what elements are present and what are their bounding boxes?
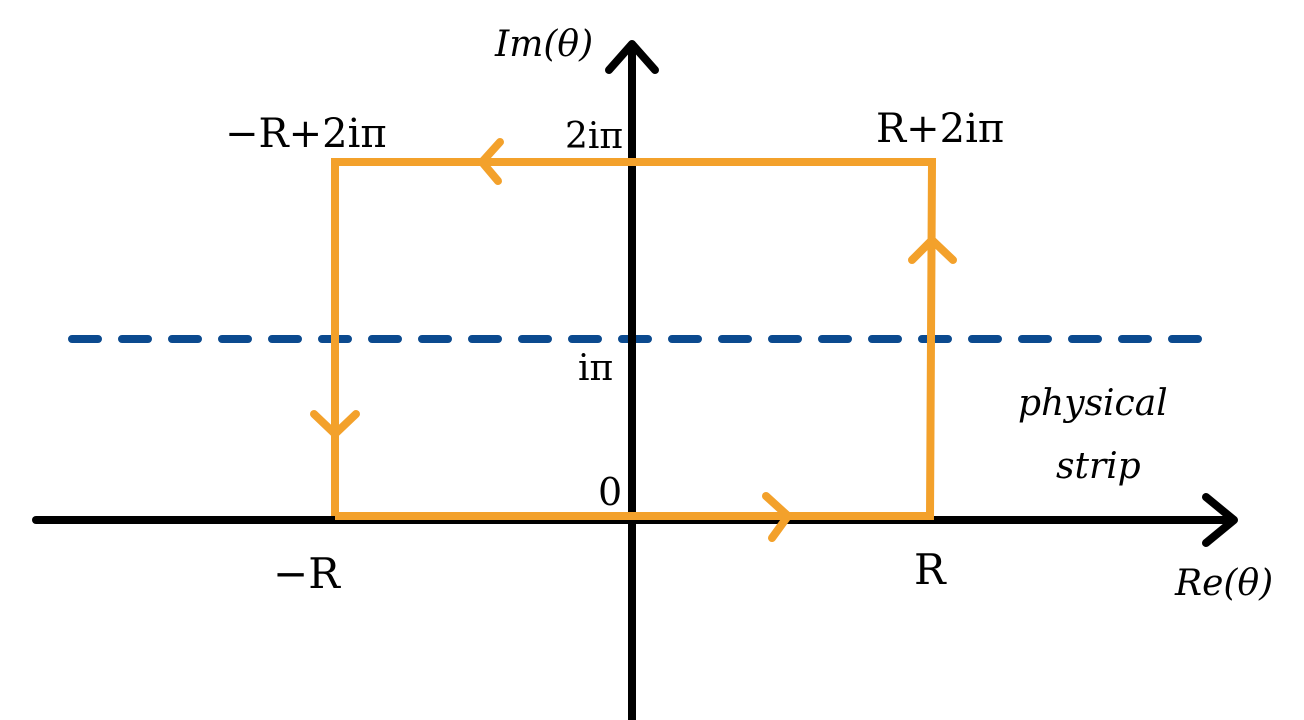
strip-annotation-line2: strip [1056,446,1141,487]
contour-path [331,158,937,520]
tick-label-zero: 0 [598,470,622,514]
tick-label-i-pi: iπ [578,348,613,389]
real-axis-arrowhead [1202,493,1238,547]
rectangular-contour [310,138,957,542]
arrow-bottom-right-icon [762,492,792,542]
corner-label-top-left: −R+2iπ [225,111,387,157]
tick-label-two-i-pi: 2iπ [565,116,623,157]
y-axis-label: Im(θ) [494,24,593,65]
arrow-left-down-icon [310,410,360,438]
strip-annotation-line1: physical [1018,383,1168,424]
axes [32,40,1238,720]
corner-label-bottom-left: −R [273,549,341,598]
corner-label-top-right: R+2iπ [876,106,1004,152]
arrow-right-up-icon [908,236,957,264]
x-axis-label: Re(θ) [1174,563,1273,604]
arrow-top-left-icon [478,138,504,185]
corner-label-bottom-right: R [914,545,947,594]
imaginary-axis-arrowhead [605,40,659,74]
